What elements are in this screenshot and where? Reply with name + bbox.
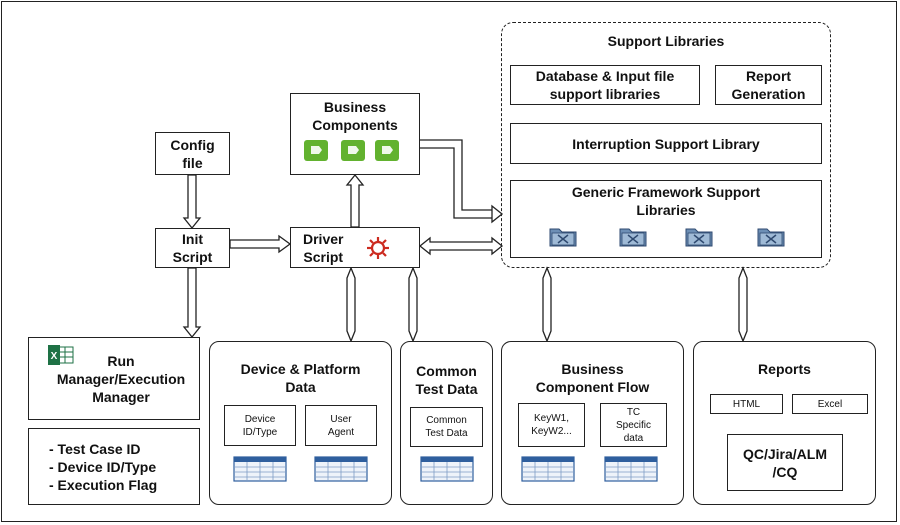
init-script-box: Init Script [155,228,230,268]
component-icon [341,140,365,161]
arrow-driver-device-platform [346,266,356,343]
driver-script-label: Driver Script [303,230,344,265]
arrow-driver-to-business-components [345,173,365,228]
config-file-box: Config file [155,132,230,175]
svg-text:X: X [51,351,58,362]
spreadsheet-icon [314,456,368,482]
config-file-label: Config file [170,136,215,171]
interruption-label: Interruption Support Library [572,135,760,152]
generic-framework-label: Generic Framework Support Libraries [571,184,761,218]
tc-specific-label: TC Specific data [615,406,651,444]
tc-specific-box: TC Specific data [600,403,667,447]
keywords-box: KeyW1, KeyW2... [518,403,585,447]
arrow-support-reports [738,266,748,343]
business-component-flow-title: Business Component Flow [535,361,650,395]
execution-flags-box: - Test Case ID - Device ID/Type - Execut… [28,428,200,505]
support-libraries-title: Support Libraries [607,33,725,49]
library-folder-icon [757,228,785,247]
interruption-box: Interruption Support Library [510,123,822,164]
keywords-label: KeyW1, KeyW2... [531,413,572,437]
common-test-data-inner-box: Common Test Data [410,407,483,447]
arrow-business-to-support-head [491,204,504,224]
qc-jira-label: QC/Jira/ALM /CQ [742,445,827,480]
device-platform-title: Device & Platform Data [240,361,361,395]
library-folder-icons [549,228,785,247]
arrow-driver-common-test-data [408,266,418,343]
spreadsheet-icon [521,456,575,482]
arrow-business-to-support-outer [420,139,492,211]
arrow-init-to-run-manager [182,267,202,339]
html-report-box: HTML [710,394,783,414]
database-input-box: Database & Input file support libraries [510,65,700,105]
arrow-init-to-driver [229,234,292,254]
run-manager-label: Run Manager/Execution Manager [56,352,186,405]
arrow-support-business-flow [542,266,552,343]
execution-flags-list: - Test Case ID - Device ID/Type - Execut… [49,440,158,493]
qc-jira-box: QC/Jira/ALM /CQ [727,434,843,491]
html-report-label: HTML [732,398,761,410]
excel-icon: X [48,345,74,365]
report-generation-box: Report Generation [715,65,822,105]
report-generation-label: Report Generation [731,68,806,102]
spreadsheet-icon [420,456,474,482]
spreadsheet-icon [604,456,658,482]
common-test-data-inner-label: Common Test Data [425,415,468,439]
library-folder-icon [549,228,577,247]
device-id-box: Device ID/Type [224,405,296,446]
reports-title: Reports [758,361,811,377]
business-components-box: Business Components [290,93,420,175]
excel-report-label: Excel [817,398,843,410]
arrow-config-to-init [182,174,202,230]
arrow-driver-support-libraries [418,236,504,256]
arrow-business-to-support-inner [420,147,492,219]
database-input-label: Database & Input file support libraries [535,68,675,102]
business-components-label: Business Components [312,99,398,133]
user-agent-box: User Agent [305,405,377,446]
init-script-label: Init Script [172,231,213,265]
excel-report-box: Excel [792,394,868,414]
component-icon [304,140,328,161]
library-folder-icon [619,228,647,247]
user-agent-label: User Agent [327,413,355,438]
device-id-label: Device ID/Type [242,413,278,438]
component-icons [304,140,399,161]
support-libraries-container [501,22,831,268]
spreadsheet-icon [233,456,287,482]
driver-script-box: Driver Script [290,227,420,268]
library-folder-icon [685,228,713,247]
common-test-data-title: Common Test Data [415,363,478,397]
component-icon [375,140,399,161]
gear-icon [367,237,389,259]
